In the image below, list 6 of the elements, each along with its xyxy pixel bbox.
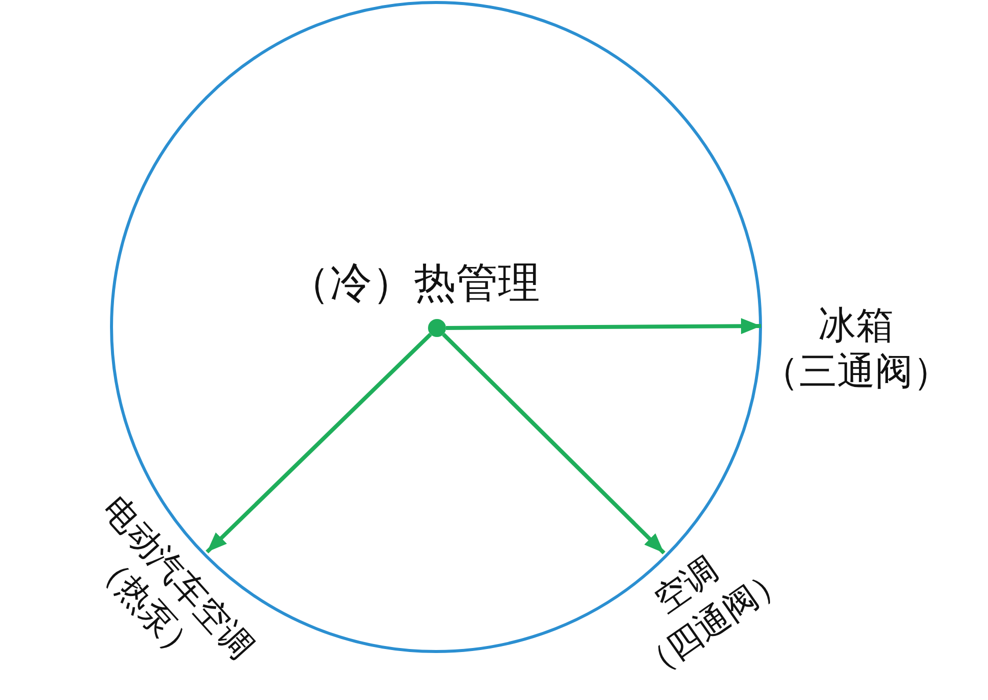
branch-note: （三通阀） [761,348,951,394]
arrow [446,318,762,334]
center-label: （冷）热管理 [288,258,540,308]
arrow [206,332,432,554]
arrow [442,332,666,554]
branch-label: 冰箱 [818,302,894,348]
